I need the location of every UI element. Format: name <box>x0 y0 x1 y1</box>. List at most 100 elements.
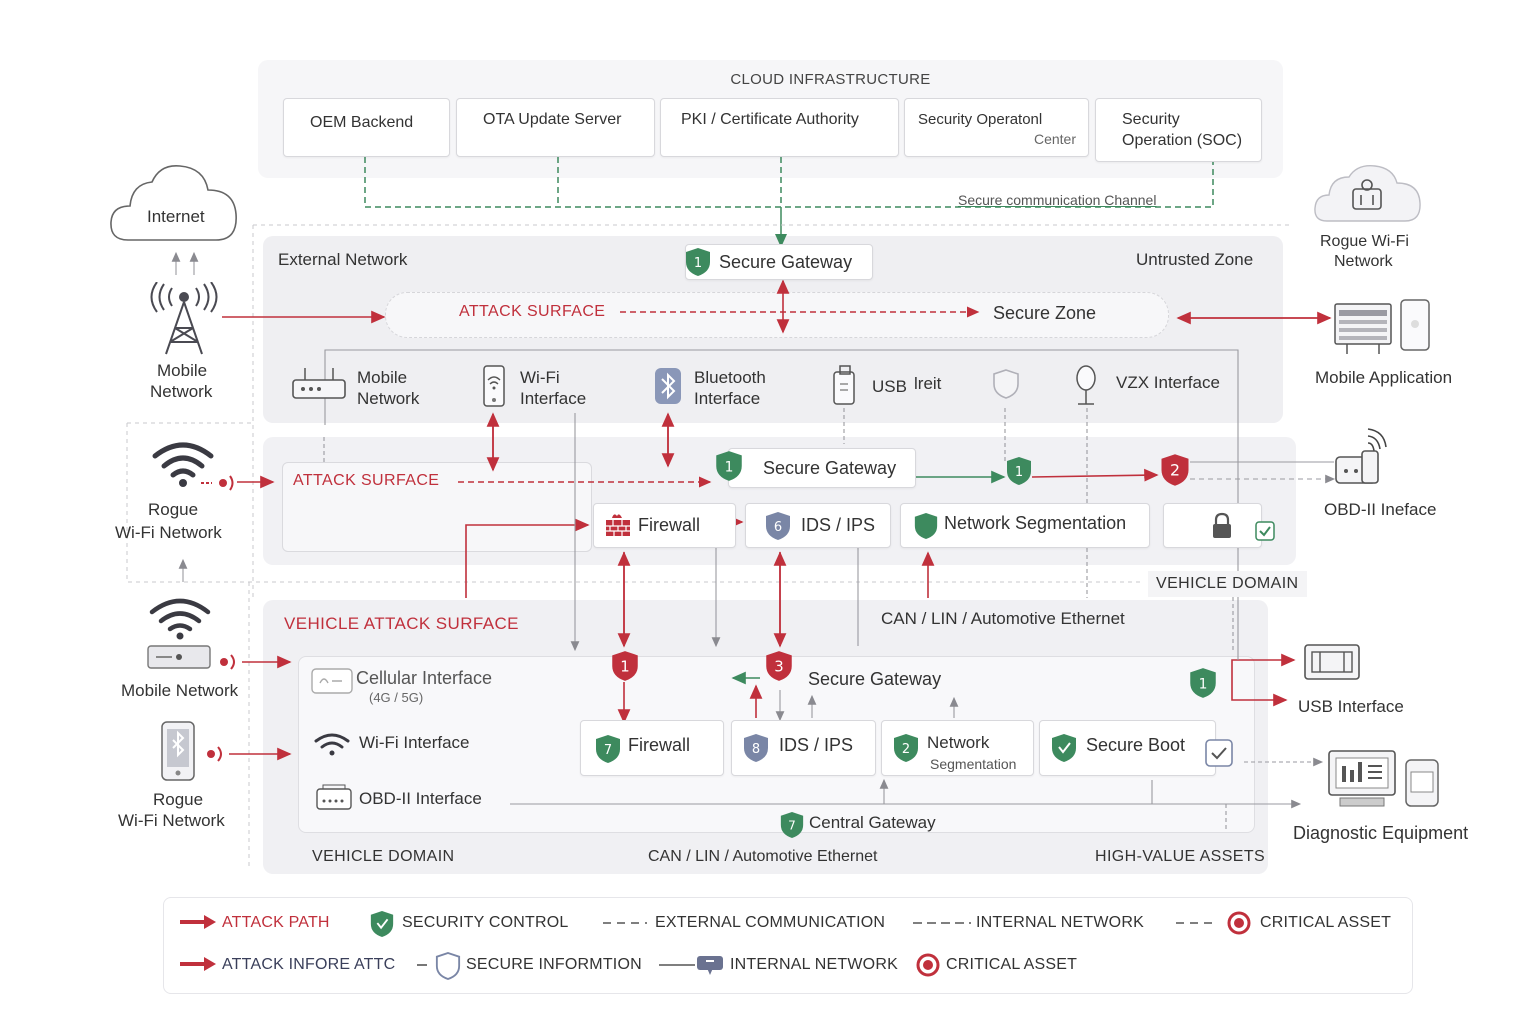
shield-icon: 1 <box>1007 457 1031 485</box>
legend-shield-dark-icon <box>697 956 723 975</box>
ota-server-box[interactable]: OTA Update Server <box>456 98 655 157</box>
soc-box[interactable]: Security Operation (SOC) <box>1095 98 1262 162</box>
legend-critical-asset-2: CRITICAL ASSET <box>946 956 1078 973</box>
rogue-wifi-right-label-2: Network <box>1334 253 1393 270</box>
antenna-icon <box>1076 365 1096 405</box>
obd-connector-icon <box>316 784 352 810</box>
secure-gateway-mid[interactable]: Secure Gateway <box>728 448 916 488</box>
pki-box[interactable]: PKI / Certificate Authority <box>660 98 899 157</box>
shield-gray-icon: 8 <box>744 734 768 762</box>
legend-attack-path: ATTACK PATH <box>222 914 330 931</box>
internet-cloud-icon <box>110 165 237 241</box>
svg-text:2: 2 <box>902 742 910 757</box>
legend-attack-inform: ATTACK INFORE ATTC <box>222 956 396 973</box>
shield-icon: 2 <box>894 734 918 762</box>
shield-icon: 1 <box>716 451 742 481</box>
attack-surface-mid-label: ATTACK SURFACE <box>293 472 440 489</box>
oem-backend-box[interactable]: OEM Backend <box>283 98 450 157</box>
legend-shield-outline-icon <box>435 952 461 980</box>
netseg-mid[interactable]: Network Segmentation <box>900 503 1150 548</box>
badge-veh-3: 3 <box>774 657 783 675</box>
legend-security-control: SECURITY CONTROL <box>402 914 569 931</box>
legend-dash-icon <box>417 964 427 966</box>
middle-attack-box <box>282 462 592 552</box>
legend-dash-icon <box>1176 922 1218 924</box>
phone-bluetooth-icon <box>161 721 195 781</box>
netseg-veh-label-1: Network <box>927 733 990 752</box>
wifi-icon <box>152 442 214 487</box>
cell-tower-icon <box>150 282 218 355</box>
legend-attack-path-icon <box>180 957 216 971</box>
critical-shield-icon: 2 <box>1161 454 1189 486</box>
diagnostic-equipment-icon <box>1328 750 1439 807</box>
obd-port-icon <box>1335 428 1387 484</box>
firewall-icon <box>606 514 630 536</box>
secure-zone-label: Secure Zone <box>993 303 1097 323</box>
shield-icon <box>914 513 938 539</box>
soc-center-sub: Center <box>1033 131 1076 147</box>
firewall-veh-label: Firewall <box>628 735 691 755</box>
legend-line-icon <box>659 964 695 966</box>
firewall-veh[interactable]: 7 Firewall <box>580 720 724 776</box>
ids-veh-label: IDS / IPS <box>779 735 854 755</box>
usb-right-label: USB Interface <box>1298 697 1404 716</box>
secure-gateway-top-label: Secure Gateway <box>719 252 853 272</box>
legend-dash-icon <box>603 922 647 924</box>
svg-text:1: 1 <box>1199 676 1208 692</box>
shield-icon: 1 <box>686 248 710 276</box>
ids-veh[interactable]: 8 IDS / IPS <box>731 720 876 776</box>
badge-veh-1: 1 <box>620 657 629 675</box>
iface-wifi-label-2: Interface <box>520 389 587 408</box>
legend-critical-asset-icon <box>916 953 940 977</box>
svg-text:1: 1 <box>725 459 734 475</box>
iface-mobile-label-1: Mobile <box>357 368 408 387</box>
svg-text:7: 7 <box>604 743 612 758</box>
attack-signal-icon <box>201 475 234 491</box>
router-icon <box>292 368 346 399</box>
pki-label: PKI / Certificate Authority <box>681 111 859 128</box>
badge-mid-2: 2 <box>1170 461 1180 480</box>
wifi-interface-label: Wi-Fi Interface <box>359 733 470 752</box>
bus-mid-label: CAN / LIN / Automotive Ethernet <box>881 609 1125 628</box>
bluetooth-icon <box>655 368 681 404</box>
firewall-mid[interactable]: Firewall <box>593 503 736 548</box>
vehicle-domain-mid-label: VEHICLE DOMAIN <box>1148 571 1307 597</box>
secure-boot-veh[interactable]: Secure Boot <box>1039 720 1216 776</box>
svg-text:6: 6 <box>774 520 782 535</box>
soc-label-2: Operation (SOC) <box>1122 132 1243 149</box>
rogue-wifi-label-1: Rogue <box>148 500 199 519</box>
soc-center-box[interactable]: Security Operatonl Center <box>904 98 1089 157</box>
lock-box[interactable] <box>1163 503 1275 548</box>
iface-wifi-label-1: Wi-Fi <box>520 368 560 387</box>
iface-bluetooth-label-2: Interface <box>694 389 761 408</box>
bus-vehicle-label: CAN / LIN / Automotive Ethernet <box>648 848 878 865</box>
soc-center-label: Security Operatonl <box>918 111 1043 128</box>
secure-boot-label: Secure Boot <box>1086 735 1186 755</box>
legend-critical-asset: CRITICAL ASSET <box>1260 914 1392 931</box>
phone-icon <box>483 365 505 407</box>
shield-outline-icon <box>993 369 1019 399</box>
legend-dash-icon <box>913 922 971 924</box>
cellular-interface-label: Cellular Interface <box>356 668 493 688</box>
usb-stick-icon <box>833 365 855 405</box>
legend-critical-asset-icon <box>1227 911 1251 935</box>
mobile-app-icon <box>1334 299 1430 354</box>
legend-internal-network-2: INTERNAL NETWORK <box>730 956 898 973</box>
high-value-assets-label: HIGH-VALUE ASSETS <box>1095 848 1266 865</box>
diagnostic-equipment-label: Diagnostic Equipment <box>1293 823 1469 843</box>
rogue-cloud-icon <box>1314 165 1421 222</box>
soc-label-1: Security <box>1122 111 1180 128</box>
badge-mid-1: 1 <box>1015 465 1023 480</box>
attack-signal-icon-3 <box>207 746 222 762</box>
ids-mid[interactable]: 6 IDS / IPS <box>745 503 891 548</box>
secure-gateway-top[interactable]: 1 Secure Gateway <box>685 244 873 280</box>
oem-backend-label: OEM Backend <box>310 114 414 131</box>
shield-icon: 7 <box>780 812 804 838</box>
vehicle-attack-surface-label: VEHICLE ATTACK SURFACE <box>284 614 519 633</box>
cellular-interface-sub: (4G / 5G) <box>369 690 424 705</box>
shield-gray-icon: 6 <box>766 512 790 540</box>
secure-channel-label: Secure communication Channel <box>958 192 1157 208</box>
mobile-app-label: Mobile Application <box>1315 368 1453 387</box>
netseg-veh[interactable]: 2 Network Segmentation <box>881 720 1034 776</box>
legend-external-comm: EXTERNAL COMMUNICATION <box>655 914 886 931</box>
